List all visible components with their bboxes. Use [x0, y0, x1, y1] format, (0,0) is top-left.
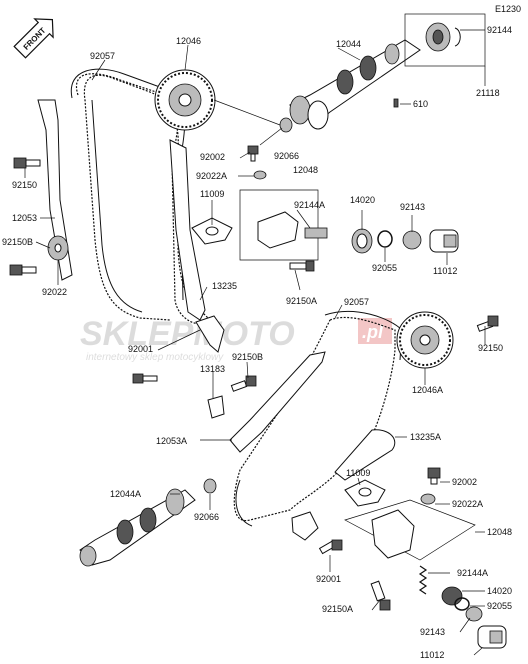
gasket-11009-bottom — [344, 479, 386, 507]
label-92022: 92022 — [42, 287, 67, 297]
label-92022A-top: 92022A — [196, 171, 227, 181]
bracket-13183 — [207, 395, 225, 419]
collar-92143-top — [402, 230, 422, 250]
label-92057-mid: 92057 — [344, 297, 369, 307]
plug-92066-bottom — [203, 478, 217, 494]
label-92144: 92144 — [487, 25, 512, 35]
watermark-suffix: .pl — [362, 322, 384, 342]
camshaft-sprocket-12046 — [154, 69, 216, 131]
part-labels: 92057 12046 12044 92144 21118 610 92150 … — [2, 25, 512, 660]
bolt-92150A-bottom — [370, 580, 391, 611]
spring-92144A-bottom — [418, 565, 428, 595]
chain-tensioner-guide-13235 — [169, 139, 206, 321]
bolt-92001-left — [132, 373, 158, 384]
watermark: SKLEPMOTO .pl internetowy sklep motocykl… — [80, 315, 392, 363]
bolt-92150A-top — [289, 260, 315, 272]
label-12048-bottom: 12048 — [487, 527, 512, 537]
chain-tensioner-12048-bottom — [344, 499, 476, 561]
o-ring-92055-top — [377, 230, 393, 248]
label-12048-top: 12048 — [293, 165, 318, 175]
label-92055-bottom: 92055 — [487, 601, 512, 611]
sleeve-14020-top — [351, 228, 373, 254]
bolt-92150B-mid — [230, 375, 257, 392]
label-12044: 12044 — [336, 39, 361, 49]
bolt-92001-bottom — [318, 539, 343, 555]
front-direction-arrow-icon: FRONT — [13, 18, 54, 59]
chain-tensioner-guide-13235A — [334, 429, 396, 481]
camshaft-end-cap-21118 — [404, 13, 486, 67]
label-11012-bottom: 11012 — [420, 650, 444, 660]
chain-tensioner-12048-top — [239, 170, 328, 261]
gasket-11009-top — [191, 217, 233, 245]
label-13235A: 13235A — [410, 432, 441, 442]
bolt-92150-left — [13, 157, 41, 169]
washer-92022 — [47, 235, 69, 261]
watermark-suffix-box — [358, 318, 392, 344]
guide-mount-bottom — [291, 511, 319, 541]
label-13183: 13183 — [200, 364, 225, 374]
cap-11012-top — [429, 229, 459, 253]
chain-guide-12053 — [37, 99, 73, 281]
pin-610 — [393, 98, 399, 108]
bolt-92002-bottom — [427, 467, 441, 485]
label-92143-bottom: 92143 — [420, 627, 445, 637]
cap-11012-bottom — [477, 625, 507, 649]
label-92022A-bottom: 92022A — [452, 499, 483, 509]
label-92002-top: 92002 — [200, 152, 225, 162]
label-12046A: 12046A — [412, 385, 443, 395]
label-13235: 13235 — [212, 281, 237, 291]
label-92150A-bottom: 92150A — [322, 604, 353, 614]
label-92150-right: 92150 — [478, 343, 503, 353]
label-92150A-top: 92150A — [286, 296, 317, 306]
label-92143-top: 92143 — [400, 202, 425, 212]
label-12044A: 12044A — [110, 489, 141, 499]
label-12046: 12046 — [176, 36, 201, 46]
label-92144A-top: 92144A — [294, 200, 325, 210]
collar-92143-bottom — [465, 606, 483, 622]
label-12053A: 12053A — [156, 436, 187, 446]
label-610: 610 — [413, 99, 428, 109]
label-11009-top: 11009 — [200, 189, 224, 199]
label-14020-top: 14020 — [350, 195, 375, 205]
bolt-92150-right — [476, 315, 499, 332]
label-11012-top: 11012 — [433, 266, 457, 276]
leader-lines — [24, 29, 486, 656]
label-92150B-left: 92150B — [2, 237, 33, 247]
label-14020-bottom: 14020 — [487, 586, 512, 596]
label-21118: 21118 — [476, 88, 500, 98]
washer-92022A-top — [253, 170, 267, 180]
label-11009-bottom: 11009 — [346, 468, 370, 478]
label-92002-bottom: 92002 — [452, 477, 477, 487]
chain-guide-12053A — [229, 351, 326, 453]
label-92055-top: 92055 — [372, 263, 397, 273]
camshaft-sprocket-12046A — [396, 311, 454, 369]
label-92001-left: 92001 — [128, 344, 153, 354]
label-12053: 12053 — [12, 213, 37, 223]
plug-92066-top — [279, 117, 293, 133]
label-92150B-mid: 92150B — [232, 352, 263, 362]
label-92150-left: 92150 — [12, 180, 37, 190]
label-92144A-bottom: 92144A — [457, 568, 488, 578]
camshaft-12044A — [79, 488, 196, 567]
sleeve-14020-bottom — [441, 586, 463, 606]
diagram-code: E1230 — [495, 4, 521, 14]
label-92066-top: 92066 — [274, 151, 299, 161]
bolt-92002-top — [247, 145, 259, 162]
bolt-92150B-left — [9, 264, 37, 276]
washer-92022A-bottom — [420, 493, 436, 505]
watermark-tagline: internetowy sklep motocyklowy — [86, 352, 224, 363]
watermark-brand: SKLEPMOTO — [80, 315, 295, 353]
o-ring-92055-bottom — [454, 597, 470, 611]
label-92001-bottom: 92001 — [316, 574, 341, 584]
camshaft-12044 — [288, 39, 421, 130]
label-92057-top: 92057 — [90, 51, 115, 61]
label-92066-bottom: 92066 — [194, 512, 219, 522]
guide-pivot-bracket — [195, 315, 225, 353]
